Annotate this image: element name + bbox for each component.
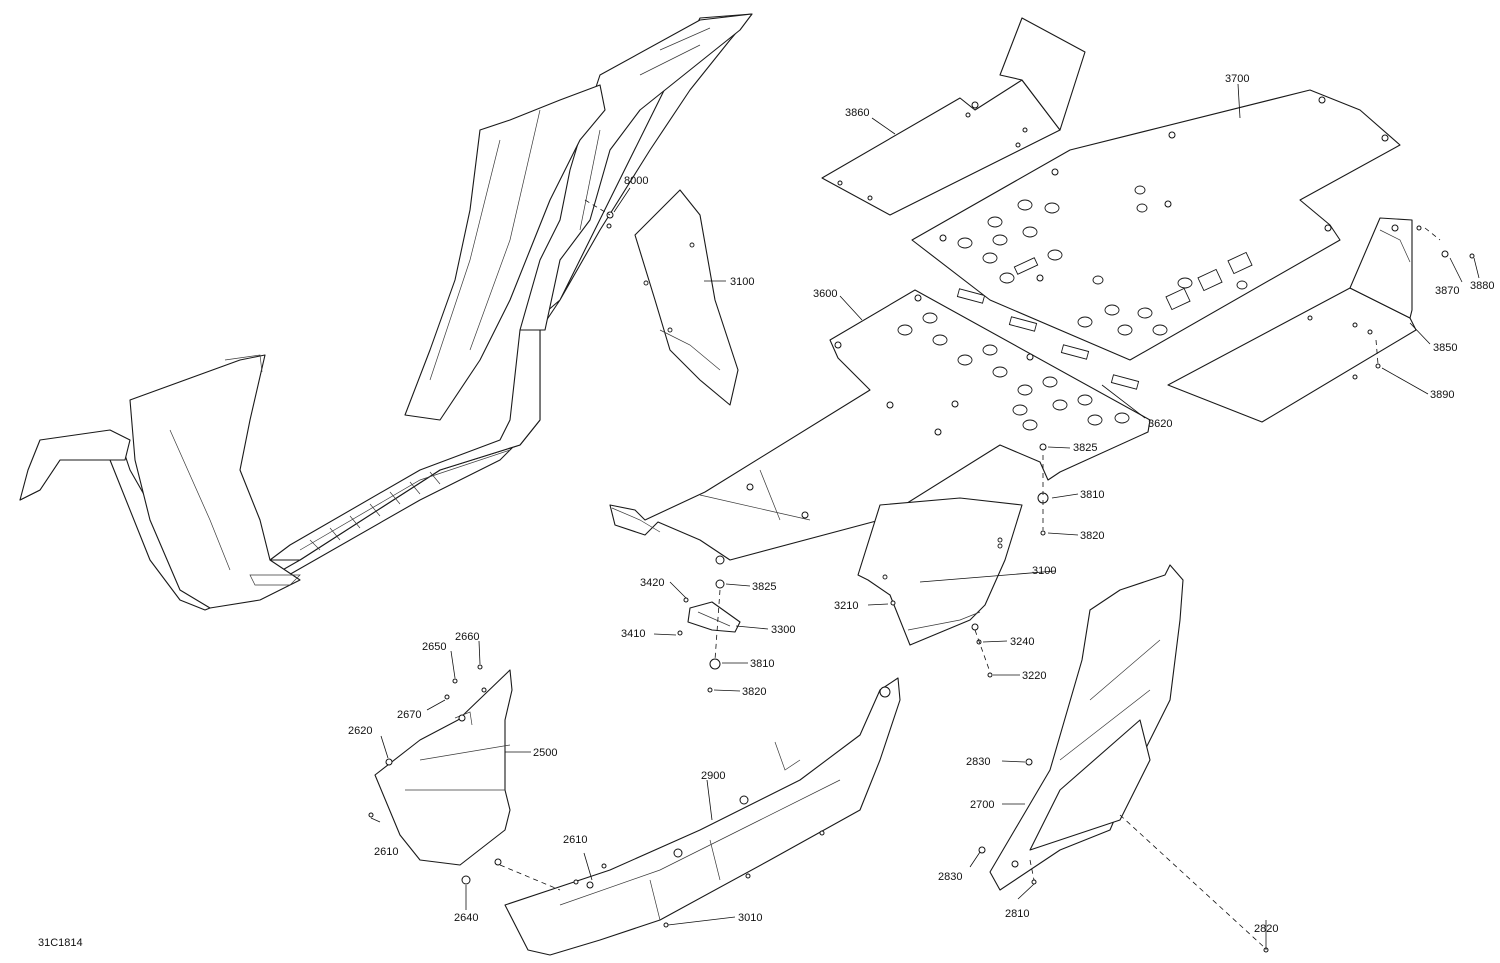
fasteners [368,211,1475,953]
callout-leaders [370,83,1480,950]
callout-3810-upper: 3810 [1080,489,1104,501]
diagram-reference: 31C1814 [38,937,83,949]
callout-3100-upper: 3100 [730,276,754,288]
side-panel-2700 [989,564,1184,891]
callout-3620: 3620 [1148,418,1172,430]
callout-3100-lower: 3100 [1032,565,1056,577]
body-frame-part [19,13,753,611]
floor-panel-3700 [911,89,1401,361]
callout-3890: 3890 [1430,389,1454,401]
panel-3100-upper [634,189,739,406]
callout-3880: 3880 [1470,280,1494,292]
callout-3870: 3870 [1435,285,1459,297]
callout-3410: 3410 [621,628,645,640]
callout-3300: 3300 [771,624,795,636]
callout-2830-upper: 2830 [966,756,990,768]
bracket-3300 [687,601,741,633]
callout-3220: 3220 [1022,670,1046,682]
callout-2700: 2700 [970,799,994,811]
callout-3825-upper: 3825 [1073,442,1097,454]
callout-2620: 2620 [348,725,372,737]
callout-2830-lower: 2830 [938,871,962,883]
panel-3850 [1167,217,1417,423]
callout-3010: 3010 [738,912,762,924]
floor-panel-3600-holes [897,312,1130,431]
callout-3820-upper: 3820 [1080,530,1104,542]
callout-3240: 3240 [1010,636,1034,648]
callout-8000: 8000 [624,175,648,187]
callout-2650: 2650 [422,641,446,653]
callout-labels: 8000 3100 3600 3620 3700 3860 3850 3870 … [38,73,1494,949]
callout-2660: 2660 [455,631,479,643]
callout-2640: 2640 [454,912,478,924]
callout-2610-left: 2610 [374,846,398,858]
callout-2500: 2500 [533,747,557,759]
callout-3860: 3860 [845,107,869,119]
callout-3700: 3700 [1225,73,1249,85]
callout-3420: 3420 [640,577,664,589]
callout-3210: 3210 [834,600,858,612]
floor-panel-3700-holes [957,185,1253,336]
callout-3825-lower: 3825 [752,581,776,593]
callout-2670: 2670 [397,709,421,721]
panel-3100-lower [857,497,1023,646]
rocker-panel-2900 [504,677,901,956]
callout-2820: 2820 [1254,923,1278,935]
callout-2900: 2900 [701,770,725,782]
callout-2610-right: 2610 [563,834,587,846]
side-panel-2500 [374,669,513,866]
panel-3860 [821,17,1086,216]
callout-3820-lower: 3820 [742,686,766,698]
callout-2810: 2810 [1005,908,1029,920]
callout-3850: 3850 [1433,342,1457,354]
assembly-lines [499,199,1441,949]
callout-3600: 3600 [813,288,837,300]
callout-3810-lower: 3810 [750,658,774,670]
floor-panel-3600 [609,288,1151,565]
